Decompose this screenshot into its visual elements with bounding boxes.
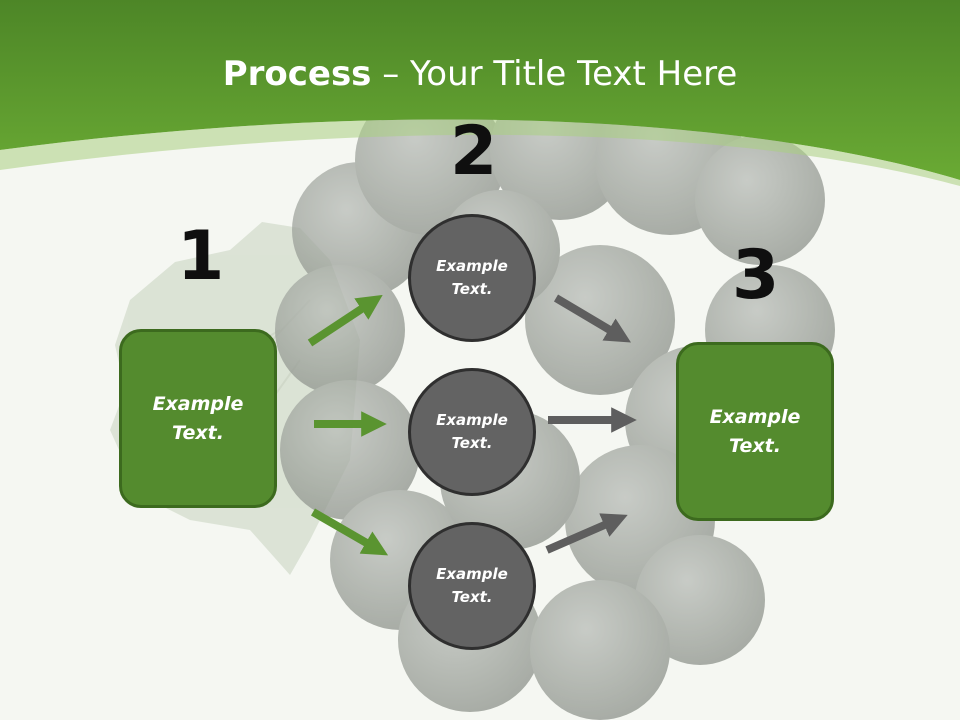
page-title: Process – Your Title Text Here xyxy=(0,52,960,96)
left-box-label: Example Text. xyxy=(152,392,244,444)
left-step-box: Example Text. xyxy=(119,329,277,508)
circle-middle: Example Text. xyxy=(408,368,536,496)
step-number-1: 1 xyxy=(177,217,225,296)
title-bold: Process xyxy=(222,54,372,94)
step-number-3: 3 xyxy=(732,236,780,315)
circle-top: Example Text. xyxy=(408,214,536,342)
step-number-2: 2 xyxy=(450,112,498,191)
circle-bottom: Example Text. xyxy=(408,522,536,650)
circle-top-label: Example Text. xyxy=(436,257,508,298)
header-band xyxy=(0,0,960,180)
circle-middle-label: Example Text. xyxy=(436,411,508,452)
title-rest: – Your Title Text Here xyxy=(371,54,738,94)
circle-bottom-label: Example Text. xyxy=(436,565,508,606)
right-box-label: Example Text. xyxy=(709,405,801,457)
header-highlight xyxy=(0,119,960,186)
right-step-box: Example Text. xyxy=(676,342,834,521)
